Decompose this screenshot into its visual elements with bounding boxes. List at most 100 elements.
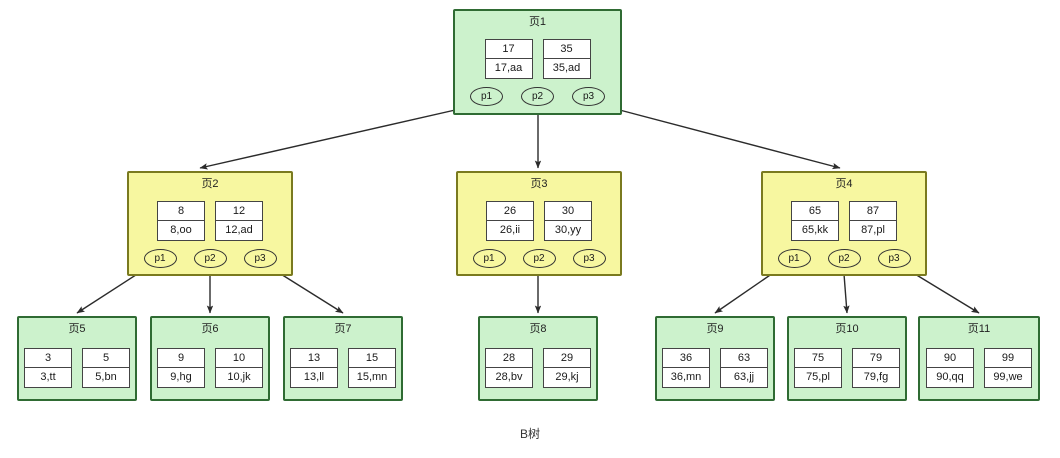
tree-node-page6: 页6 9 9,hg 10 10,jk: [150, 316, 270, 401]
cell-value: 87,pl: [861, 224, 885, 236]
key-cell: 30 30,yy: [544, 201, 592, 241]
node-cells: 65 65,kk 87 87,pl: [763, 201, 925, 241]
cell-key: 17: [485, 40, 532, 59]
pointer-p1: p1: [777, 249, 811, 268]
cell-key: 12: [216, 202, 262, 221]
node-title: 页8: [529, 323, 547, 335]
cell-value: 12,ad: [225, 224, 253, 236]
pointer-p3: p3: [572, 249, 606, 268]
cell-key: 8: [158, 202, 204, 221]
pointer-p2: p2: [521, 87, 554, 106]
cell-key: 9: [158, 349, 204, 368]
cell-key: 75: [795, 349, 841, 368]
node-cells: 90 90,qq 99 99,we: [920, 348, 1038, 388]
pointer-p2: p2: [827, 249, 861, 268]
cell-key: 36: [663, 349, 709, 368]
node-pointers: p1 p2 p3: [129, 249, 291, 268]
edge-page4.p3-to-page11: [909, 270, 980, 314]
node-cells: 36 36,mn 63 63,jj: [657, 348, 773, 388]
cell-value: 65,kk: [801, 224, 829, 236]
cell-value: 15,mn: [356, 371, 388, 383]
cell-key: 3: [25, 349, 71, 368]
key-cell: 17 17,aa: [484, 39, 533, 79]
key-cell: 15 15,mn: [348, 348, 396, 388]
cell-value: 30,yy: [554, 224, 582, 236]
cell-value: 99,we: [993, 371, 1023, 383]
key-cell: 12 12,ad: [215, 201, 263, 241]
cell-key: 63: [721, 349, 767, 368]
cell-key: 13: [291, 349, 337, 368]
pointer-p1: p1: [143, 249, 177, 268]
cell-key: 87: [850, 202, 896, 221]
pointer-p3: p3: [243, 249, 277, 268]
cell-value: 36,mn: [670, 371, 702, 383]
cell-value: 9,hg: [170, 371, 192, 383]
node-title: 页1: [528, 16, 547, 28]
cell-value: 75,pl: [806, 371, 830, 383]
node-title: 页6: [201, 323, 219, 335]
cell-value: 3,tt: [40, 371, 56, 383]
pointer-p3: p3: [877, 249, 911, 268]
cell-value: 90,qq: [936, 371, 964, 383]
cell-value: 10,jk: [227, 371, 251, 383]
cell-value: 79,fg: [863, 371, 889, 383]
tree-node-page4: 页4 65 65,kk 87 87,pl p1 p2 p3: [761, 171, 927, 276]
node-title: 页3: [530, 178, 548, 190]
cell-key: 90: [927, 349, 973, 368]
cell-value: 17,aa: [494, 62, 523, 74]
cell-key: 28: [486, 349, 532, 368]
key-cell: 63 63,jj: [720, 348, 768, 388]
cell-key: 30: [545, 202, 591, 221]
edge-page1.p3-to-page4: [611, 107, 841, 170]
cell-key: 65: [792, 202, 838, 221]
key-cell: 87 87,pl: [849, 201, 897, 241]
cell-key: 35: [543, 40, 590, 59]
pointer-p2: p2: [522, 249, 556, 268]
edge-page4.p1-to-page9: [714, 270, 777, 314]
node-pointers: p1 p2 p3: [455, 87, 620, 106]
node-pointers: p1 p2 p3: [458, 249, 620, 268]
edge-page4.p2-to-page10: [843, 273, 850, 314]
node-pointers: p1 p2 p3: [763, 249, 925, 268]
pointer-p1: p1: [470, 87, 503, 106]
pointer-p1: p1: [472, 249, 506, 268]
pointer-p3: p3: [572, 87, 605, 106]
cell-key: 5: [83, 349, 129, 368]
node-cells: 9 9,hg 10 10,jk: [152, 348, 268, 388]
edge-page2.p3-to-page7: [275, 270, 344, 314]
key-cell: 9 9,hg: [157, 348, 205, 388]
node-title: 页7: [334, 323, 352, 335]
node-title: 页4: [835, 178, 853, 190]
cell-value: 63,jj: [733, 371, 755, 383]
cell-key: 99: [985, 349, 1031, 368]
cell-key: 15: [349, 349, 395, 368]
cell-key: 26: [487, 202, 533, 221]
cell-key: 29: [544, 349, 590, 368]
node-title: 页10: [835, 323, 859, 335]
key-cell: 36 36,mn: [662, 348, 710, 388]
diagram-caption: B树: [519, 427, 540, 441]
pointer-p2: p2: [193, 249, 227, 268]
key-cell: 65 65,kk: [791, 201, 839, 241]
cell-key: 10: [216, 349, 262, 368]
node-title: 页5: [68, 323, 86, 335]
cell-value: 28,bv: [495, 371, 523, 383]
